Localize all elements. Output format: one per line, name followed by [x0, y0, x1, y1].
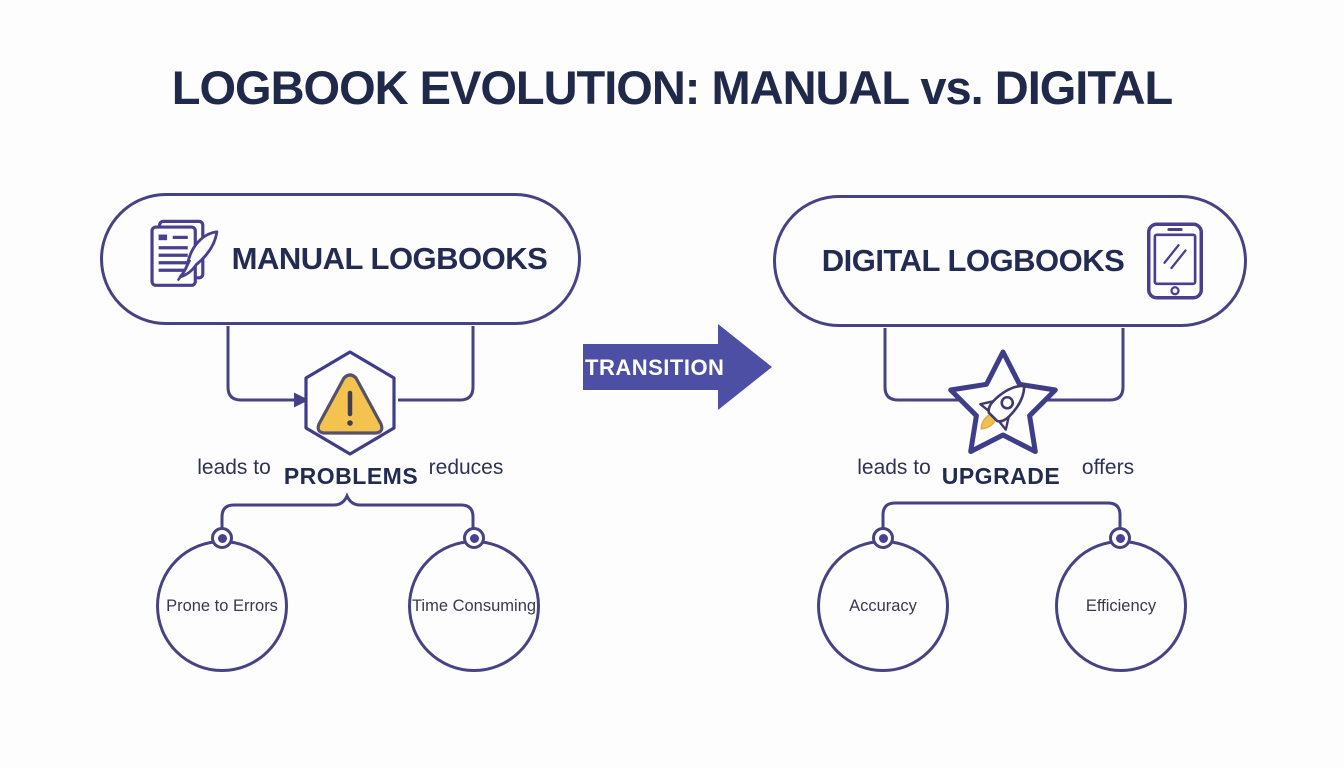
left-edge-in-label: leads to — [197, 456, 271, 479]
leaf-label: Time Consuming — [411, 596, 537, 615]
upgrade-label: UPGRADE — [941, 463, 1061, 489]
leaf-circle-accuracy: Accuracy — [817, 540, 949, 672]
connector-node-icon — [463, 527, 485, 549]
manual-logbooks-title: MANUAL LOGBOOKS — [231, 241, 548, 276]
transition-arrow — [583, 324, 772, 410]
rocket-icon — [979, 384, 1026, 431]
leaf-label: Accuracy — [849, 596, 917, 615]
right-bracket — [881, 501, 1122, 538]
digital-logbooks-pill: DIGITAL LOGBOOKS — [773, 195, 1247, 327]
right-edge-out-label: offers — [1081, 456, 1135, 479]
left-connector-lines — [226, 326, 475, 408]
warning-triangle-icon — [316, 373, 384, 435]
leaf-circle-efficiency: Efficiency — [1055, 540, 1187, 672]
transition-label: TRANSITION — [585, 355, 725, 380]
connector-node-icon — [1109, 527, 1131, 549]
right-edge-in-label: leads to — [857, 456, 931, 479]
left-edge-out-label: reduces — [428, 456, 504, 479]
manual-logbooks-pill: MANUAL LOGBOOKS — [100, 193, 581, 325]
page-title: LOGBOOK EVOLUTION: MANUAL vs. DIGITAL — [171, 61, 1174, 114]
problems-label: PROBLEMS — [283, 463, 419, 489]
leaf-label: Efficiency — [1085, 596, 1157, 615]
connector-node-icon — [211, 527, 233, 549]
leaf-circle-time-consuming: Time Consuming — [408, 540, 540, 672]
upgrade-star — [948, 349, 1058, 454]
leaf-label: Prone to Errors — [166, 596, 278, 615]
document-quill-icon — [150, 219, 219, 287]
left-brace — [220, 492, 475, 538]
tablet-icon — [1147, 222, 1203, 300]
problems-hexagon — [304, 350, 396, 456]
arrowhead-icon — [294, 392, 309, 408]
leaf-circle-prone-to-errors: Prone to Errors — [156, 540, 288, 672]
connector-node-icon — [872, 527, 894, 549]
digital-logbooks-title: DIGITAL LOGBOOKS — [821, 243, 1125, 278]
